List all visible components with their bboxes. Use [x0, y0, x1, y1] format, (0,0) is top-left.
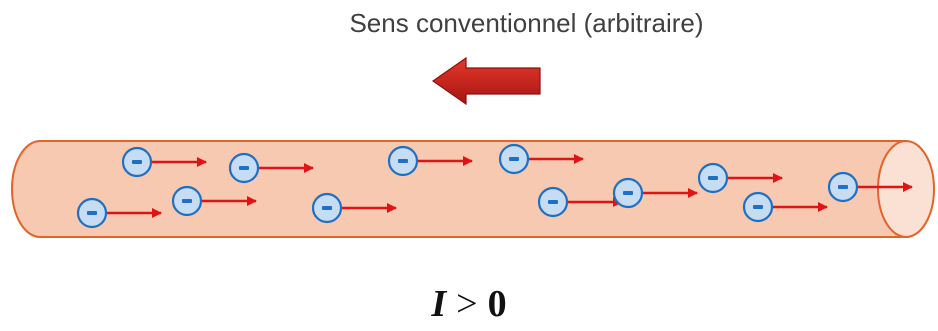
current-formula: I>0 — [0, 282, 938, 326]
negative-charge-sign — [708, 176, 718, 180]
conventional-current-arrow — [431, 56, 541, 106]
conductor-end-face — [877, 140, 935, 238]
negative-charge-sign — [132, 160, 142, 164]
negative-charge-sign — [509, 157, 519, 161]
current-variable: I — [431, 283, 447, 325]
electron-group — [76, 143, 914, 229]
negative-charge-sign — [398, 159, 408, 163]
negative-charge-sign — [322, 206, 332, 210]
negative-charge-sign — [623, 191, 633, 195]
current-direction-caption: Sens conventionnel (arbitraire) — [349, 8, 704, 38]
comparison-operator: > — [456, 283, 478, 325]
negative-charge-sign — [838, 185, 848, 189]
negative-charge-sign — [182, 199, 192, 203]
negative-charge-sign — [753, 205, 763, 209]
negative-charge-sign — [239, 166, 249, 170]
current-value: 0 — [487, 283, 507, 325]
negative-charge-sign — [87, 211, 97, 215]
negative-charge-sign — [548, 200, 558, 204]
